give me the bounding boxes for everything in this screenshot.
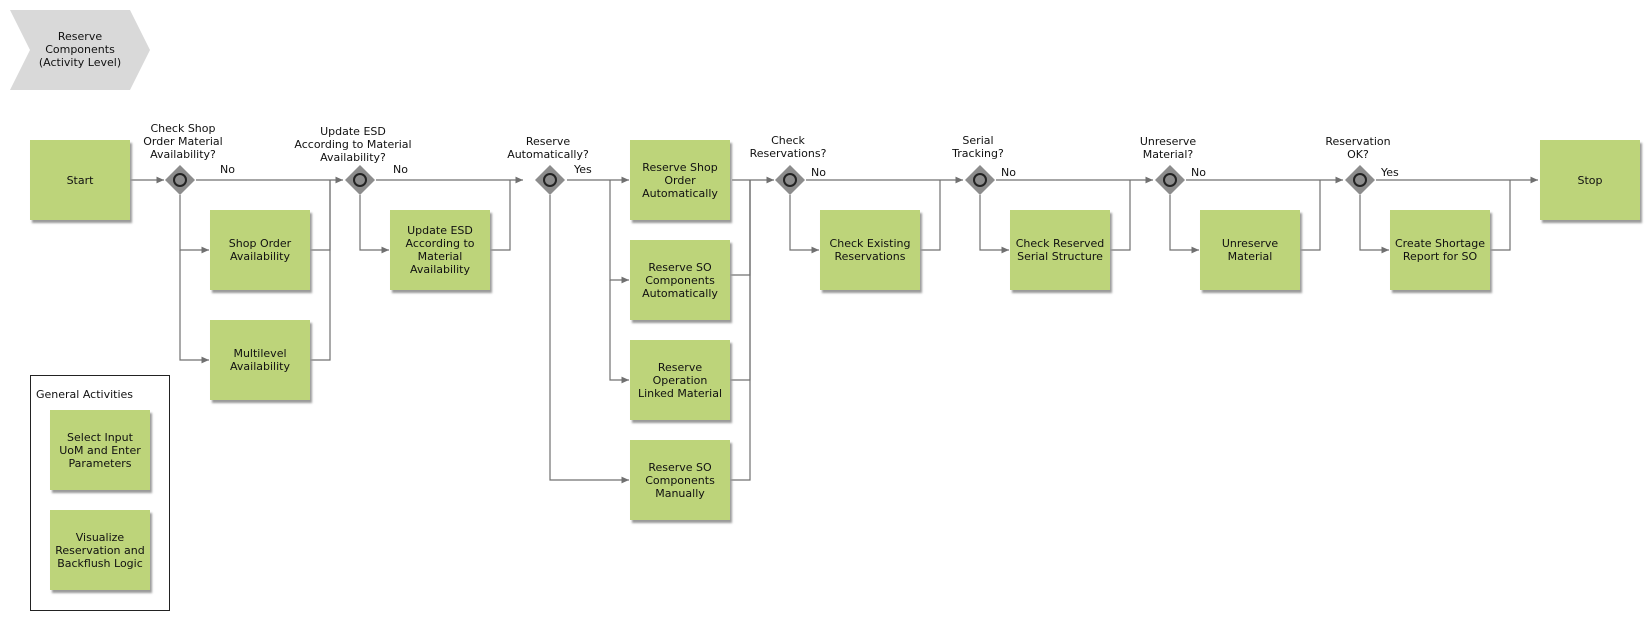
update-esd-node[interactable]: Update ESD According to Material Availab… (390, 210, 490, 290)
check-existing-reservations-node[interactable]: Check Existing Reservations (820, 210, 920, 290)
gateway-6-question: Unreserve Material? (1139, 135, 1197, 161)
gateway-3-branch-label: Yes (574, 163, 592, 176)
general-activities-title: General Activities (36, 388, 134, 401)
reserve-so-components-manual-node[interactable]: Reserve SO Components Manually (630, 440, 730, 520)
gateway-5-branch-label: No (1001, 166, 1016, 179)
gateway-6 (1155, 165, 1185, 195)
stop-node[interactable]: Stop (1540, 140, 1640, 220)
create-shortage-report-node[interactable]: Create Shortage Report for SO (1390, 210, 1490, 290)
general-activities-panel (30, 375, 170, 611)
gateway-7-branch-label: Yes (1381, 166, 1399, 179)
gateway-3 (535, 165, 565, 195)
visualize-reservation-node[interactable]: Visualize Reservation and Backflush Logi… (50, 510, 150, 590)
start-node[interactable]: Start (30, 140, 130, 220)
gateway-7 (1345, 165, 1375, 195)
check-reserved-serial-node[interactable]: Check Reserved Serial Structure (1010, 210, 1110, 290)
reserve-so-components-auto-node[interactable]: Reserve SO Components Automatically (630, 240, 730, 320)
process-header-chevron (10, 10, 150, 90)
reserve-operation-linked-node[interactable]: Reserve Operation Linked Material (630, 340, 730, 420)
gateway-2-question: Update ESD According to Material Availab… (294, 125, 412, 164)
shop-order-availability-node[interactable]: Shop Order Availability (210, 210, 310, 290)
process-title: Reserve Components (Activity Level) (38, 30, 122, 69)
gateway-4 (775, 165, 805, 195)
gateway-5-question: Serial Tracking? (952, 134, 1004, 160)
gateway-1 (165, 165, 195, 195)
gateway-1-branch-label: No (220, 163, 235, 176)
select-input-uom-node[interactable]: Select Input UoM and Enter Parameters (50, 410, 150, 490)
gateway-3-question: Reserve Automatically? (507, 135, 589, 161)
reserve-shop-order-auto-node[interactable]: Reserve Shop Order Automatically (630, 140, 730, 220)
gateway-2-branch-label: No (393, 163, 408, 176)
gateway-4-question: Check Reservations? (749, 134, 827, 160)
gateway-1-question: Check Shop Order Material Availability? (143, 122, 223, 161)
gateway-4-branch-label: No (811, 166, 826, 179)
gateway-6-branch-label: No (1191, 166, 1206, 179)
gateway-2 (345, 165, 375, 195)
multilevel-availability-node[interactable]: Multilevel Availability (210, 320, 310, 400)
gateway-7-question: Reservation OK? (1325, 135, 1391, 161)
gateway-5 (965, 165, 995, 195)
connectors (130, 176, 1538, 484)
unreserve-material-node[interactable]: Unreserve Material (1200, 210, 1300, 290)
